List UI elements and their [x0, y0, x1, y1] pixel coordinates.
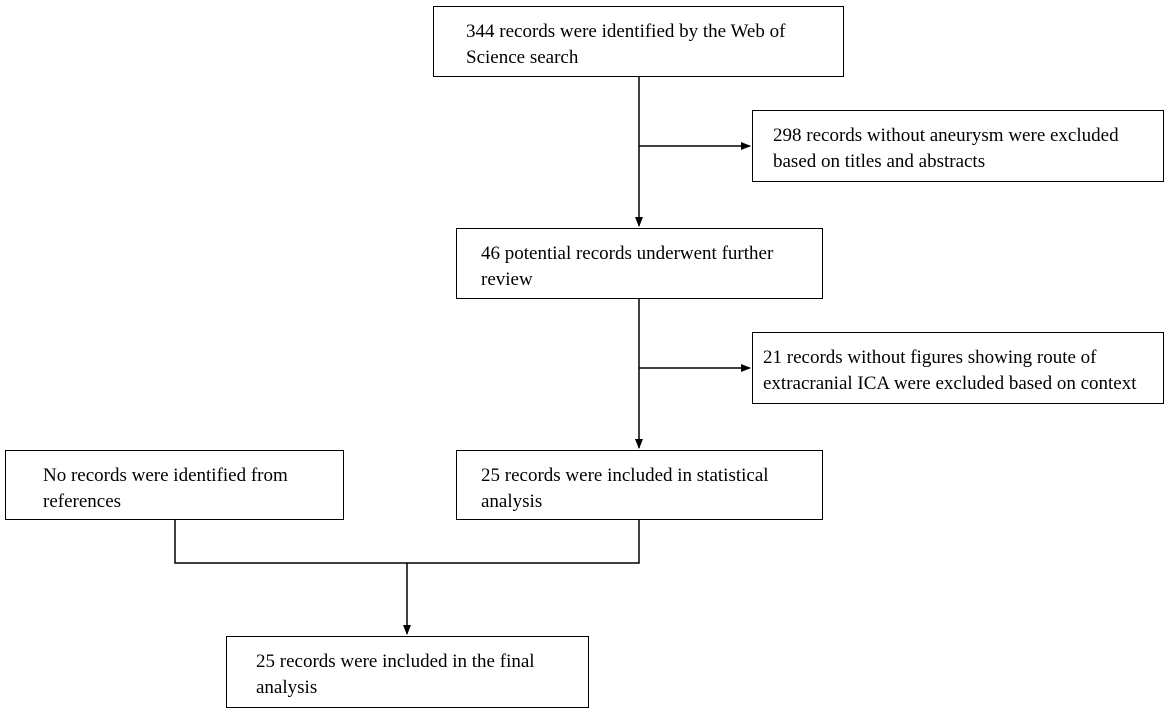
identified-records-text: 344 records were identified by the Web o…	[466, 21, 786, 68]
final-analysis-text: 25 records were included in the final an…	[256, 651, 535, 698]
further-review-text: 46 potential records underwent further r…	[481, 243, 774, 290]
references-text: No records were identified from referenc…	[43, 465, 288, 512]
excluded-context-text: 21 records without figures showing route…	[763, 347, 1137, 394]
references-box: No records were identified from referenc…	[5, 450, 344, 520]
identified-records-box: 344 records were identified by the Web o…	[433, 6, 844, 77]
final-analysis-box: 25 records were included in the final an…	[226, 636, 589, 708]
statistical-analysis-box: 25 records were included in statistical …	[456, 450, 823, 520]
statistical-analysis-text: 25 records were included in statistical …	[481, 465, 769, 512]
merge-connector	[174, 520, 640, 564]
excluded-titles-text: 298 records without aneurysm were exclud…	[773, 125, 1119, 172]
further-review-box: 46 potential records underwent further r…	[456, 228, 823, 299]
excluded-context-box: 21 records without figures showing route…	[752, 332, 1164, 404]
excluded-titles-box: 298 records without aneurysm were exclud…	[752, 110, 1164, 182]
